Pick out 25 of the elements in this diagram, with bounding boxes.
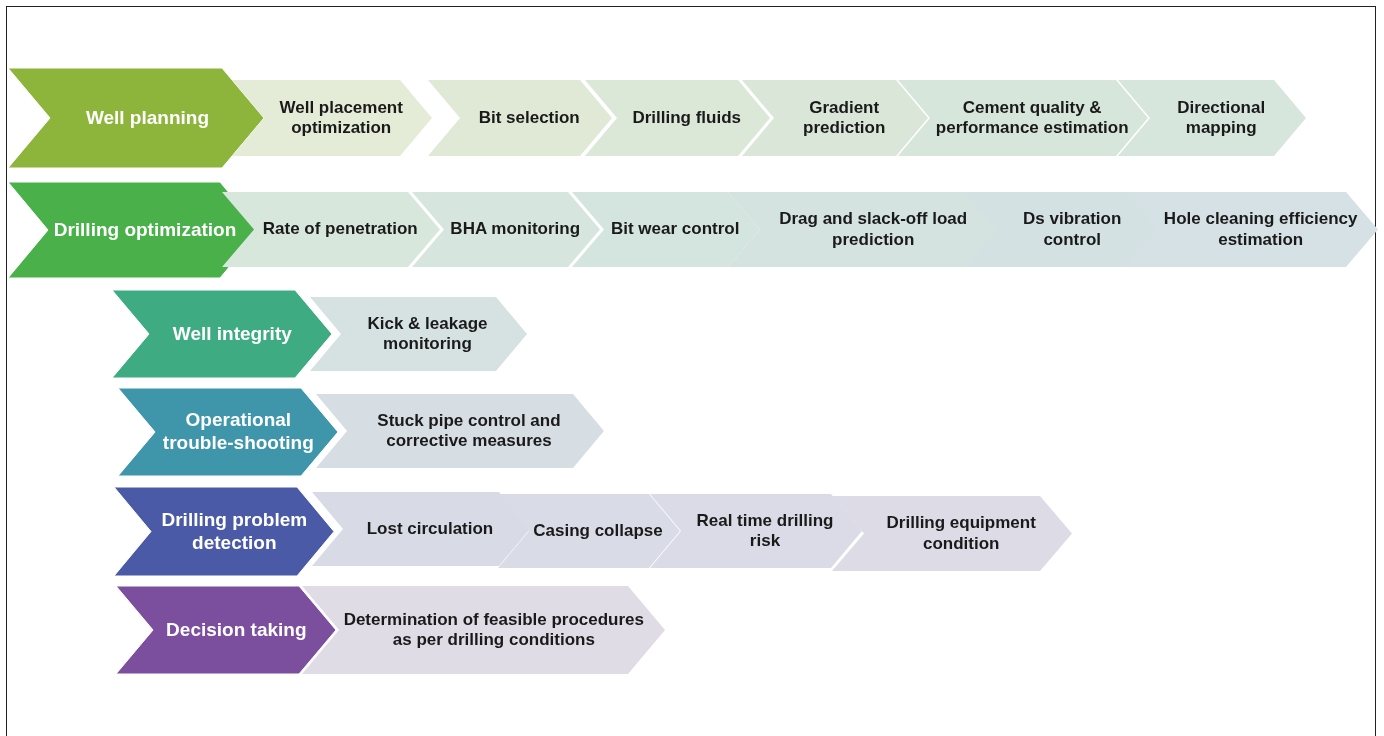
stage-title: Drilling problem detection bbox=[160, 508, 309, 555]
stage-title: Operational trouble-shooting bbox=[161, 409, 315, 455]
task-label: Drilling equipment condition bbox=[885, 513, 1037, 554]
task-label: Gradient prediction bbox=[802, 97, 887, 139]
task-label: Bit selection bbox=[478, 107, 580, 129]
task-label: Hole cleaning efficiency estimation bbox=[1162, 209, 1359, 250]
stage-title: Drilling optimization bbox=[53, 218, 237, 242]
stage-title: Well integrity bbox=[172, 322, 292, 346]
task-label: Bit wear control bbox=[610, 219, 740, 240]
task-label: Rate of penetration bbox=[262, 219, 418, 240]
task-label: Drag and slack-off load prediction bbox=[778, 209, 969, 250]
task-label: BHA monitoring bbox=[450, 219, 581, 240]
stage-title: Well planning bbox=[85, 106, 210, 130]
task-label: Real time drilling risk bbox=[695, 510, 835, 552]
task-label: Kick & leakage monitoring bbox=[366, 313, 489, 355]
task-label: Directional mapping bbox=[1176, 97, 1267, 139]
task-label: Lost circulation bbox=[366, 518, 494, 540]
task-label: Determination of feasible procedures as per drilling conditions bbox=[343, 609, 645, 651]
stage-title: Decision taking bbox=[166, 618, 307, 642]
task-label: Casing collapse bbox=[533, 520, 663, 542]
task-label: Well placement optimization bbox=[278, 97, 404, 139]
task-label: Drilling fluids bbox=[632, 107, 741, 129]
task-label: Cement quality & performance estimation bbox=[934, 97, 1130, 139]
task-label: Ds vibration control bbox=[1022, 209, 1123, 250]
task-label: Stuck pipe control and corrective measures bbox=[376, 410, 562, 452]
